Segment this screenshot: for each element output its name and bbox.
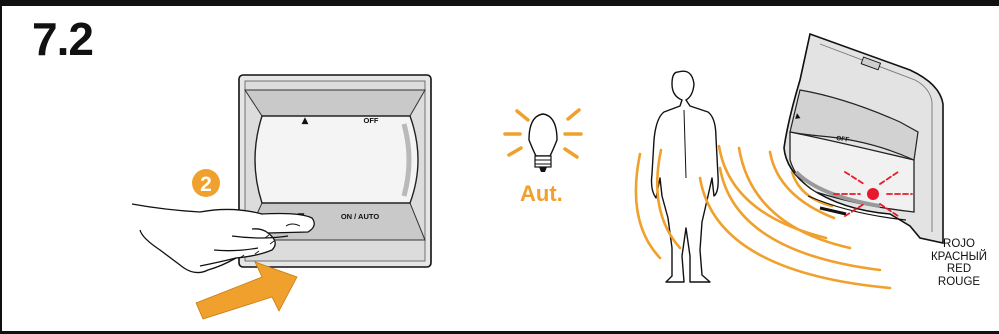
light-rays: [503, 108, 583, 159]
sensor-arrow-icon: ▲: [794, 111, 801, 120]
red-indicator-led: [833, 171, 913, 217]
auto-mode-label: Aut.: [520, 181, 563, 206]
top-border: [0, 0, 999, 6]
indicator-label-en: RED: [946, 263, 972, 275]
step-number: 7.2: [32, 13, 94, 65]
detection-waves: [634, 144, 892, 290]
pressing-hand: [131, 203, 315, 274]
led-glow-rays: [833, 171, 913, 217]
svg-text:2: 2: [200, 173, 212, 196]
motion-sensor-device: ▲ OFF: [783, 32, 944, 244]
push-arrow: [195, 261, 298, 320]
svg-text:▲: ▲: [302, 116, 309, 126]
indicator-label-ru: КРАСНЫЙ: [930, 250, 988, 263]
indicator-label-es: ROJO: [943, 238, 975, 250]
switch-off-label: OFF: [364, 116, 379, 125]
switch-on-auto-label: ON / AUTO: [341, 212, 380, 221]
sensor-off-label: OFF: [836, 135, 850, 144]
indicator-color-label: ROJO КРАСНЫЙ RED ROUGE: [918, 238, 999, 288]
light-bulb-icon: [503, 108, 583, 172]
switch-up-arrow[interactable]: ▲: [302, 116, 309, 126]
person-silhouette: [650, 70, 719, 283]
indicator-label-fr: ROUGE: [937, 275, 981, 288]
step-badge: 2: [192, 169, 220, 197]
